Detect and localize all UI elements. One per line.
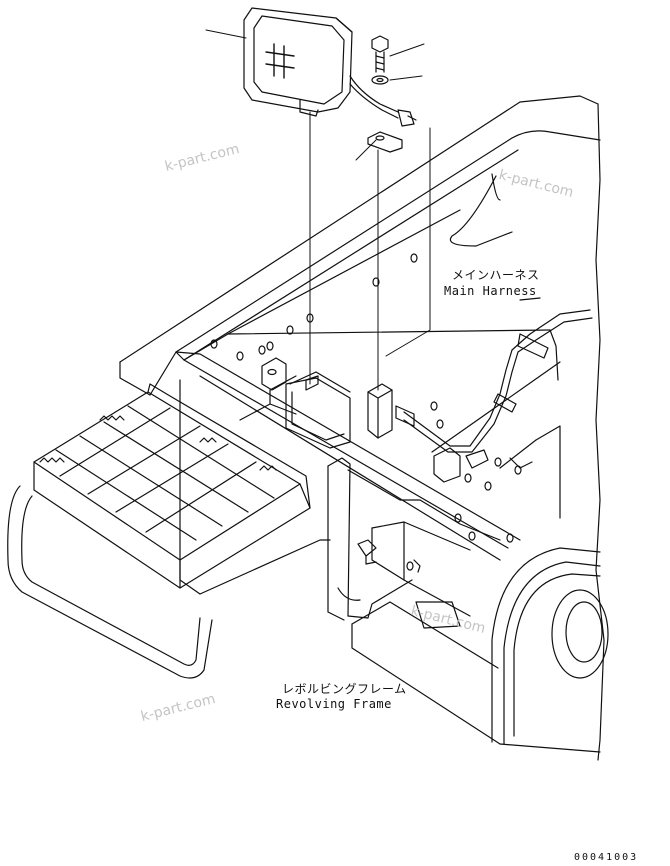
callout-lines (205, 29, 425, 161)
lamp-lens-grid-icon (265, 43, 295, 79)
deck-holes (210, 253, 522, 571)
projection-lines (309, 111, 431, 391)
figure-code: 00041003 (574, 852, 639, 863)
frame-body (119, 95, 605, 761)
swing-bearing-bore (491, 547, 609, 745)
step-handle (7, 485, 213, 679)
lamp-bracket (367, 131, 403, 153)
main-harness-label-en: Main Harness (444, 284, 537, 298)
main-harness (395, 309, 593, 483)
mounting-bolt (371, 35, 389, 73)
revolving-frame-label-en: Revolving Frame (276, 697, 392, 711)
work-lamp (243, 7, 417, 127)
revolving-frame-label-jp: レボルビングフレーム (282, 682, 407, 696)
washer (371, 75, 389, 85)
step-grating (33, 383, 311, 589)
main-harness-label-jp: メインハーネス (452, 268, 540, 282)
